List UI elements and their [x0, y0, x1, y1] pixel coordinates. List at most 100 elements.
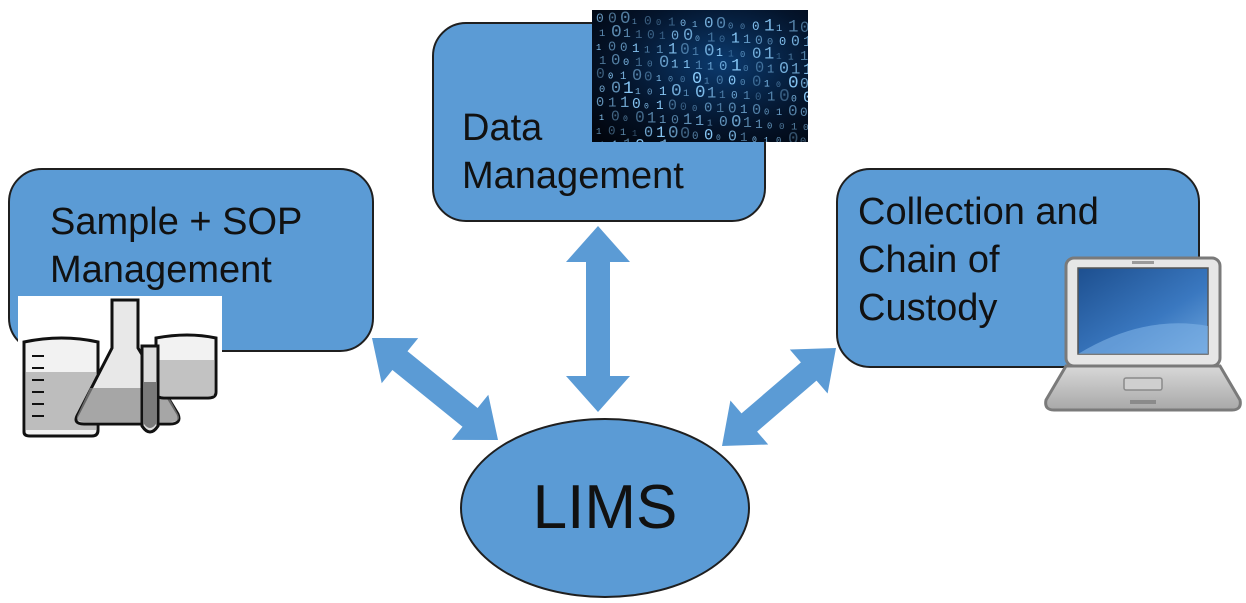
binary-digit: 0	[719, 115, 728, 131]
binary-digit: 0	[623, 115, 628, 124]
binary-digit: 0	[668, 124, 679, 142]
binary-digit: 0	[716, 15, 726, 34]
binary-digit: 0	[719, 34, 725, 46]
binary-digit: 0	[596, 96, 604, 111]
binary-digit: 0	[791, 94, 797, 105]
binary-digit: 0	[671, 30, 679, 45]
binary-digit: 0	[776, 81, 781, 90]
binary-digit: 1	[695, 112, 704, 130]
binary-digit: 0	[719, 59, 727, 75]
binary-digit: 1	[800, 50, 808, 65]
binary-digit: 1	[620, 94, 629, 112]
binary-digit: 1	[707, 117, 713, 128]
binary-digit: 1	[707, 30, 715, 46]
binary-digit: 1	[623, 79, 634, 99]
binary-digit: 1	[623, 26, 631, 41]
binary-digit: 1	[683, 88, 689, 100]
binary-digit: 0	[608, 41, 616, 56]
binary-digit: 1	[656, 73, 662, 84]
binary-digit: 1	[740, 131, 748, 142]
binary-digit: 0	[671, 113, 679, 128]
binary-digit: 0	[680, 102, 687, 114]
binary-digit: 1	[716, 47, 723, 60]
binary-digit: 1	[659, 137, 670, 142]
sample-lims-arrow	[372, 338, 498, 440]
binary-digit: 1	[644, 44, 650, 56]
binary-digit: 1	[692, 46, 699, 59]
binary-digit: 0	[632, 67, 642, 86]
binary-digit: 1	[683, 111, 692, 129]
binary-digit: 0	[779, 35, 786, 49]
binary-digit: 0	[800, 77, 808, 93]
binary-digit: 0	[803, 122, 808, 133]
binary-digit: 0	[683, 27, 693, 46]
binary-digit: 0	[707, 139, 717, 142]
binary-digit: 1	[671, 58, 678, 72]
binary-digit: 0	[728, 102, 737, 118]
binary-digit: 0	[752, 20, 760, 34]
binary-digit: 0	[635, 136, 645, 142]
binary-digit: 1	[743, 89, 750, 103]
binary-digit: 0	[611, 80, 621, 99]
binary-digit: 0	[611, 52, 620, 70]
binary-digit: 1	[647, 141, 654, 142]
binary-digit: 1	[599, 140, 605, 142]
binary-digit: 1	[707, 84, 716, 102]
binary-digit: 1	[647, 109, 656, 127]
binary-digit: 1	[803, 34, 808, 51]
binary-digit: 1	[788, 18, 799, 38]
binary-digit: 1	[620, 71, 626, 83]
binary-digit: 0	[695, 35, 700, 44]
binary-digit: 1	[632, 42, 640, 56]
binary-digit: 0	[800, 136, 806, 142]
binary-digit: 0	[659, 54, 669, 73]
lab-glassware-image	[18, 296, 222, 438]
binary-digit: 1	[692, 19, 698, 30]
binary-digit: 0	[668, 99, 677, 115]
binary-digit: 0	[680, 125, 690, 142]
binary-digit: 0	[740, 77, 745, 88]
binary-digit: 0	[692, 104, 697, 114]
binary-digit: 0	[767, 36, 773, 48]
binary-digit: 1	[776, 107, 782, 119]
binary-digit: 0	[611, 110, 620, 126]
binary-digit: 1	[791, 122, 797, 134]
binary-digit: 0	[752, 101, 761, 119]
binary-digit: 1	[776, 51, 782, 62]
binary-digit: 1	[803, 61, 808, 79]
binary-digit: 0	[668, 75, 673, 85]
binary-digit: 1	[788, 52, 794, 63]
binary-digit: 1	[659, 31, 666, 43]
binary-digit: 1	[719, 90, 726, 102]
binary-digit: 0	[596, 11, 604, 26]
binary-digit: 0	[704, 100, 712, 116]
binary-digit: 1	[743, 32, 751, 47]
binary-digit: 0	[680, 40, 690, 59]
binary-digit: 0	[704, 126, 713, 142]
sample-sop-label: Sample + SOP Management	[50, 201, 303, 291]
data-management-label: Data Management	[462, 107, 684, 197]
binary-digit: 1	[683, 58, 690, 72]
binary-digit: 0	[680, 18, 686, 30]
binary-digit: 0	[608, 12, 617, 28]
binary-digit: 0	[635, 108, 645, 127]
binary-digit: 1	[599, 113, 604, 123]
binary-digit: 0	[755, 33, 763, 48]
binary-digit: 0	[728, 130, 737, 142]
binary-digit: 1	[599, 28, 605, 40]
binary-digit: 1	[695, 58, 703, 73]
binary-digit: 0	[755, 59, 764, 77]
binary-digit: 1	[764, 78, 770, 89]
binary-digit: 0	[608, 125, 616, 139]
collection-custody-label: Collection and Chain of Custody	[858, 191, 1099, 329]
binary-digit: 0	[644, 69, 653, 85]
binary-digit: 0	[647, 58, 653, 69]
binary-digit: 1	[767, 62, 774, 76]
binary-digit: 0	[644, 13, 652, 28]
binary-digit: 0	[692, 131, 698, 142]
binary-digit: 1	[776, 23, 782, 35]
binary-digit: 1	[635, 28, 642, 42]
binary-digit: 0	[788, 103, 798, 121]
binary-digit: 1	[659, 84, 667, 99]
binary-digit: 0	[731, 113, 742, 133]
